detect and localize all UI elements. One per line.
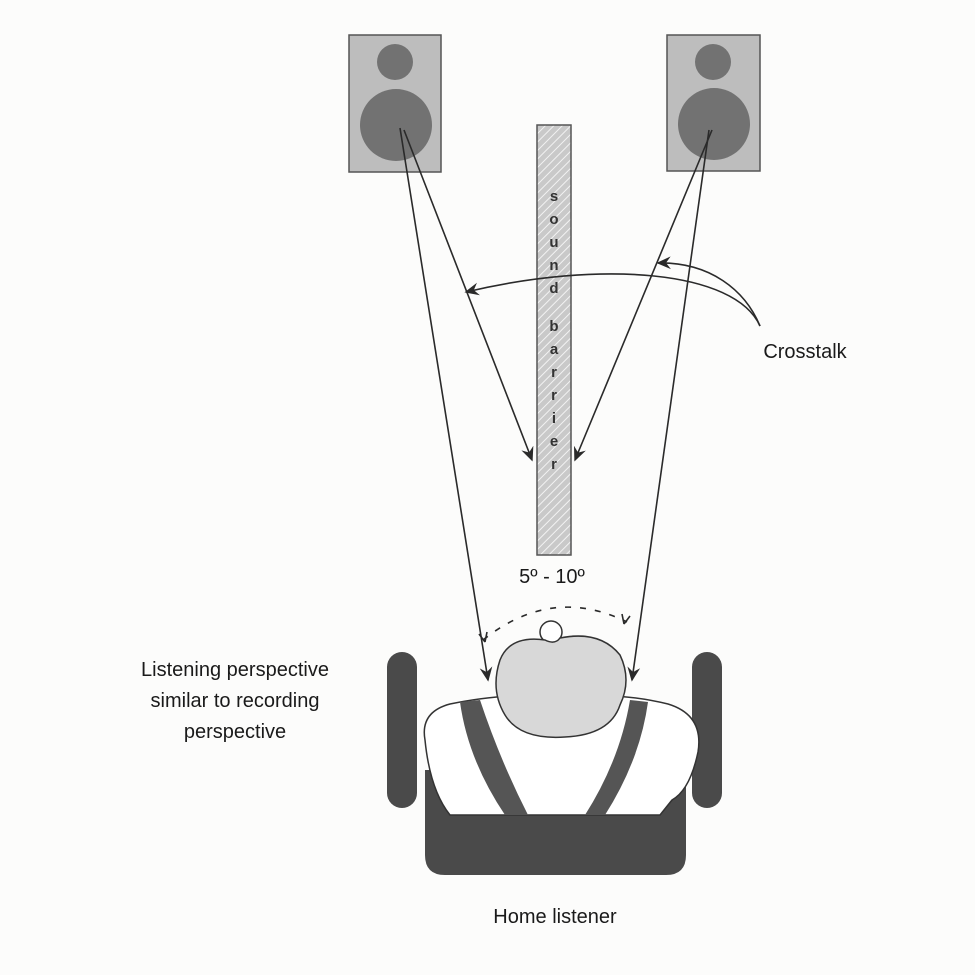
right-direct-path: [627, 129, 710, 682]
barrier-letter: a: [549, 341, 559, 358]
barrier-letter: n: [549, 257, 559, 274]
barrier-letter: r: [551, 456, 557, 473]
right-woofer: [678, 88, 750, 160]
angle-label: 5º - 10º: [519, 566, 585, 588]
barrier-letter: u: [549, 234, 559, 251]
listener-label: Home listener: [493, 906, 617, 928]
perspective-line: Listening perspective: [141, 659, 329, 681]
left-speaker: [348, 34, 442, 173]
barrier-letter: i: [551, 410, 557, 427]
listener-figure: [387, 620, 722, 875]
barrier-letter: d: [549, 280, 559, 297]
sound-barrier: [536, 124, 572, 556]
strap-right: [585, 700, 648, 815]
angle-arc: [482, 606, 628, 641]
perspective-line: similar to recording: [150, 690, 320, 712]
left-tweeter: [377, 44, 413, 80]
barrier-letter: s: [549, 188, 559, 205]
crosstalk-pointer-lower: [464, 273, 761, 327]
crosstalk-pointer-upper: [656, 256, 761, 327]
chair-arm-left: [387, 652, 417, 808]
left-direct-path: [399, 127, 493, 682]
right-speaker: [666, 34, 761, 172]
barrier-letter: b: [549, 318, 559, 335]
right-tweeter: [695, 44, 731, 80]
barrier-letter: r: [551, 364, 557, 381]
head: [495, 635, 627, 739]
perspective-label: Listening perspective similar to recordi…: [100, 655, 370, 748]
crosstalk-label: Crosstalk: [763, 341, 847, 363]
perspective-line: perspective: [183, 721, 287, 743]
left-crosstalk-path: [403, 129, 534, 462]
strap-left: [460, 700, 528, 815]
sound-paths: [399, 127, 761, 682]
barrier-letter: e: [549, 433, 559, 450]
chair-arm-right: [692, 652, 722, 808]
right-crosstalk-path: [573, 129, 713, 462]
left-woofer: [360, 89, 432, 161]
barrier-letter: r: [551, 387, 557, 404]
barrier-letter: o: [549, 211, 559, 228]
